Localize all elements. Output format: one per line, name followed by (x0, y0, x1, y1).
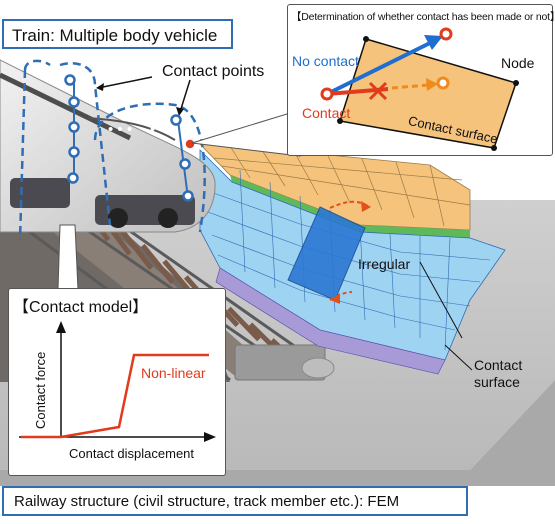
non-linear-label: Non-linear (141, 365, 206, 381)
y-axis-label: Contact force (33, 351, 48, 429)
train: • • • • • • (0, 59, 216, 233)
multibody-model (18, 59, 206, 241)
contact-surface-label-line1: Contact (474, 357, 522, 373)
no-contact-label: No contact (292, 53, 359, 69)
sleeper (140, 243, 175, 285)
contact-determination-box: 【Determination of whether contact has be… (287, 4, 555, 156)
determination-figure (320, 27, 519, 151)
x-axis-label: Contact displacement (69, 446, 195, 461)
contact-model-box: 【Contact model】 Contact force Contact di… (8, 288, 226, 476)
irregular-leader (419, 261, 463, 339)
contact-surface-label-line2: surface (474, 374, 520, 390)
contact-label: Contact (302, 105, 351, 121)
svg-text:• • •: • • • (150, 121, 174, 138)
contact-points-leader-right (179, 79, 191, 113)
contact-points-label: Contact points (162, 63, 264, 80)
diagram-title: Train: Multiple body vehicle (12, 26, 218, 45)
node-label: Node (501, 55, 535, 71)
contact-model-heading: 【Contact model】 (13, 299, 149, 316)
force-displacement-curve (21, 353, 209, 439)
contact-surface-mesh (199, 149, 506, 375)
footer-caption: Railway structure (civil structure, trac… (14, 493, 400, 510)
sleeper (227, 306, 261, 342)
contact-points-leader-left (97, 76, 153, 89)
title-box: Train: Multiple body vehicle (2, 19, 233, 49)
surface-leader (444, 344, 473, 371)
determination-heading: 【Determination of whether contact has be… (291, 11, 555, 23)
model-callout-pointer (57, 224, 79, 291)
sleeper (119, 228, 154, 270)
contact-model-plot (19, 321, 216, 442)
footer-box: Railway structure (civil structure, trac… (2, 486, 468, 516)
svg-text:• • •: • • • (108, 121, 132, 138)
irregular-label: Irregular (358, 256, 410, 272)
